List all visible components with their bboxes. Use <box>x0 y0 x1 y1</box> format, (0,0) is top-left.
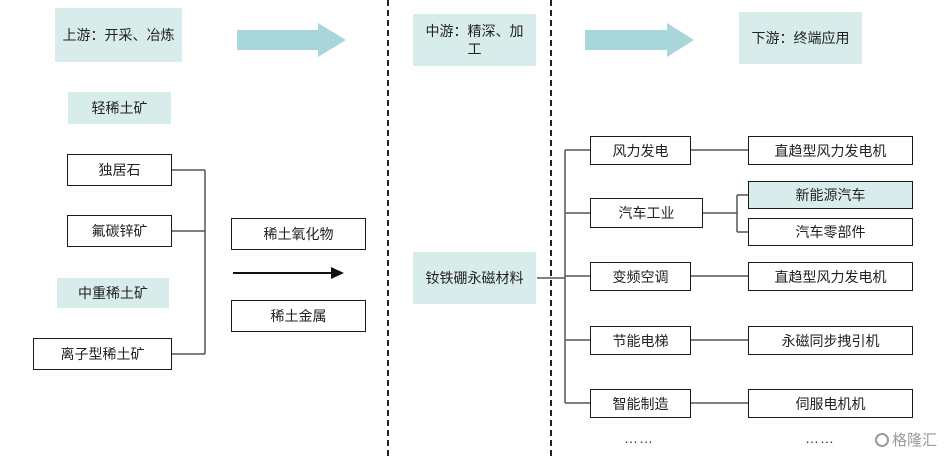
watermark-logo-icon <box>874 432 889 447</box>
stage-downstream: 下游：终端应用 <box>739 12 862 64</box>
industry-elevator: 节能电梯 <box>590 326 691 355</box>
app-direct-drive-wind-generator: 直趋型风力发电机 <box>748 136 913 165</box>
product-rare-earth-oxide: 稀土氧化物 <box>231 218 366 250</box>
product-rare-earth-metal: 稀土金属 <box>231 300 366 332</box>
app-auto-parts: 汽车零部件 <box>748 218 913 246</box>
stage-upstream: 上游：开采、冶炼 <box>55 8 182 62</box>
stage-midstream: 中游：精深、加工 <box>413 14 536 66</box>
watermark-text: 格隆汇 <box>891 432 937 449</box>
material-ndfeb: 钕铁硼永磁材料 <box>413 252 536 304</box>
industry-ellipsis: …… <box>624 430 654 446</box>
ore-ion-adsorption: 离子型稀土矿 <box>33 338 172 370</box>
app-servo-motor: 伺服电机机 <box>748 389 913 418</box>
industry-inverter-ac: 变频空调 <box>590 262 691 291</box>
industry-smart-manufacturing: 智能制造 <box>590 389 691 418</box>
light-ree-label: 轻稀土矿 <box>68 92 171 124</box>
app-new-energy-vehicle: 新能源汽车 <box>748 181 913 209</box>
arrow-midstream-to-downstream <box>585 23 694 57</box>
app-direct-drive-wind-generator-2: 直趋型风力发电机 <box>748 262 913 291</box>
app-pm-traction-machine: 永磁同步拽引机 <box>748 326 913 355</box>
divider-upstream-midstream <box>387 0 389 456</box>
process-arrow-head <box>331 267 344 279</box>
arrow-upstream-to-midstream <box>237 23 346 57</box>
ore-bastnaesite: 氟碳锌矿 <box>67 215 172 247</box>
divider-midstream-downstream <box>550 0 552 456</box>
watermark: 格隆汇 <box>874 429 937 450</box>
ore-monazite: 独居石 <box>67 154 172 186</box>
industry-wind-power: 风力发电 <box>590 136 691 165</box>
application-ellipsis: …… <box>805 430 835 446</box>
industry-automotive: 汽车工业 <box>590 198 703 228</box>
medium-heavy-ree-label: 中重稀土矿 <box>57 278 169 308</box>
